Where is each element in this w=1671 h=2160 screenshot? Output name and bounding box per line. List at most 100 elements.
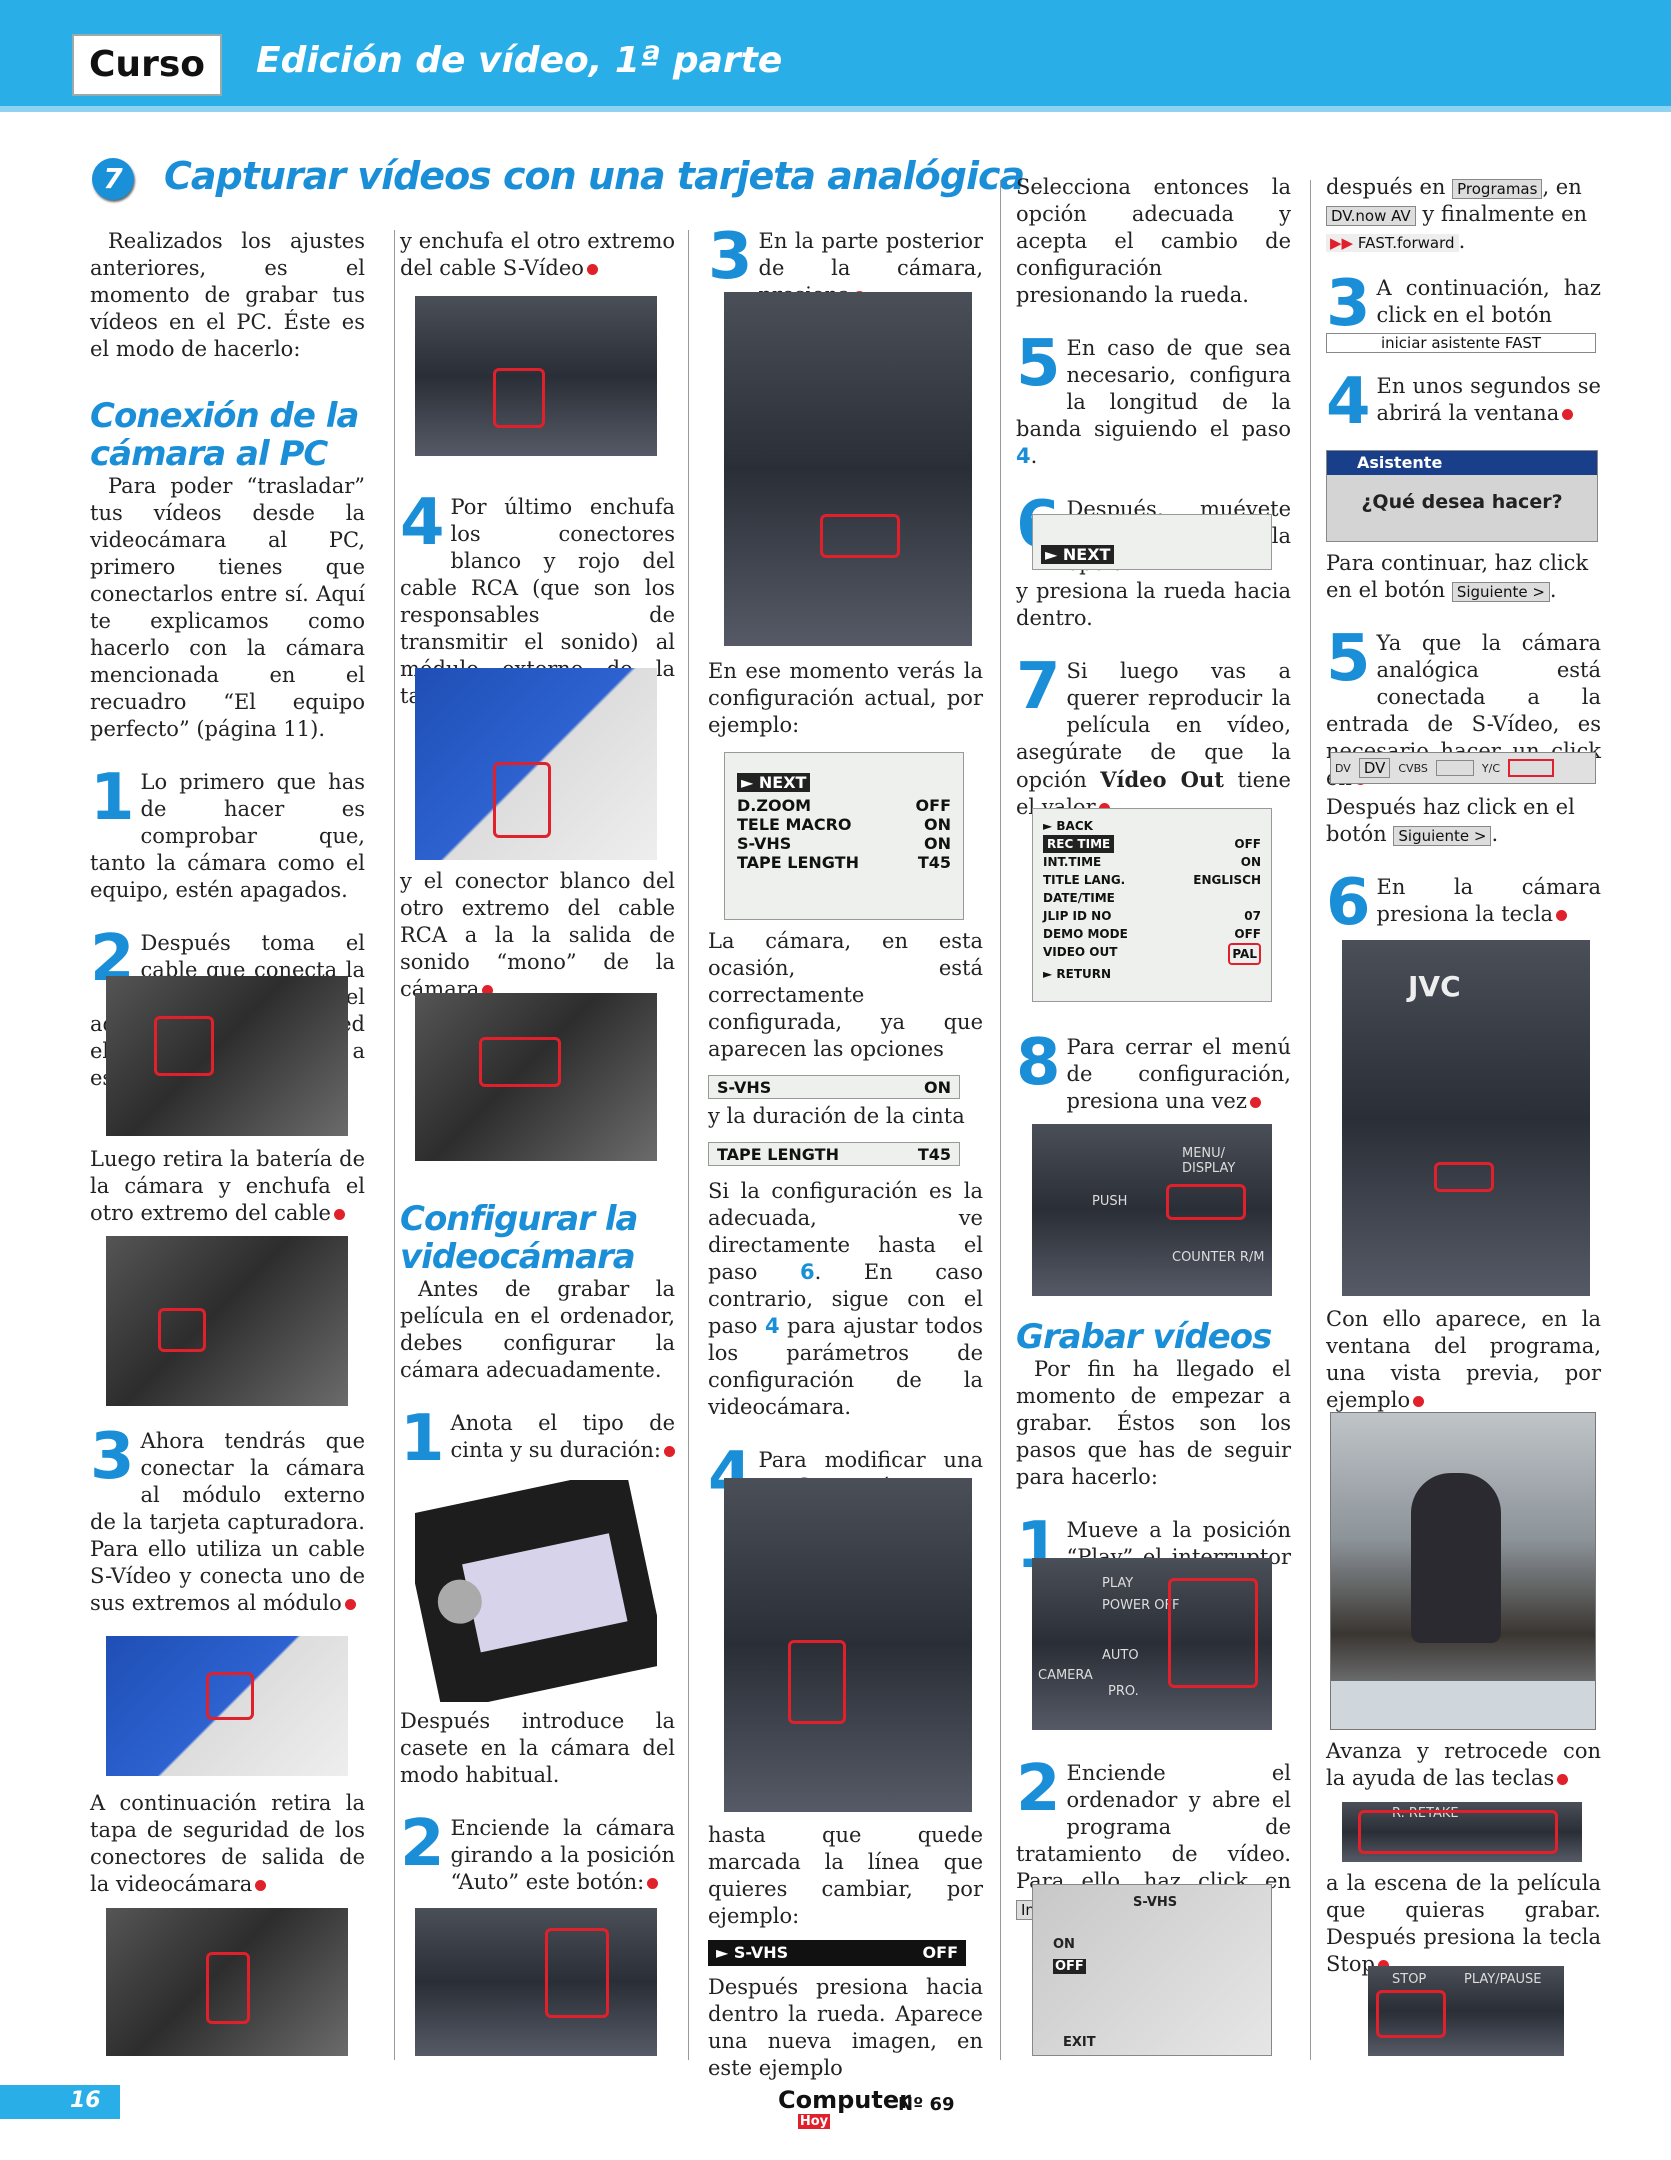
column-4c: 8 Para cerrar el menú de configuración, …: [1016, 1026, 1291, 1115]
paragraph: Antes de grabar la película en el ordena…: [400, 1277, 675, 1382]
siguiente-button-2[interactable]: Siguiente >: [1393, 825, 1492, 846]
column-3d: hasta que quede marcada la línea que qui…: [708, 1822, 983, 2082]
step-number: 8: [1016, 1026, 1061, 1100]
cassette-photo: [415, 1480, 657, 1702]
paragraph: Después haz click en el botón Siguiente …: [1326, 795, 1575, 846]
asistente-window: Asistente ¿Qué desea hacer?: [1326, 450, 1598, 542]
svideo-module-photo: [106, 1636, 348, 1776]
column-1d: A continuación retira la tapa de segurid…: [90, 1790, 365, 1898]
menu-next: ► NEXT: [737, 773, 811, 792]
footer-bar: [0, 2085, 120, 2119]
column-3c: La cámara, en esta ocasión, está correct…: [708, 928, 983, 1528]
step-text: En unos segundos se abrirá la ventana: [1376, 374, 1601, 425]
paragraph: y enchufa el otro extremo del cable S-Ví…: [400, 229, 675, 280]
iniciar-asistente-button[interactable]: iniciar asistente FAST: [1326, 333, 1596, 353]
programas-button[interactable]: Programas: [1452, 178, 1543, 199]
step-text: Para cerrar el menú de configuración, pr…: [1066, 1035, 1291, 1113]
paragraph: y el conector blanco del otro extremo de…: [400, 869, 675, 1001]
step-number: 6: [1326, 866, 1371, 940]
retake-keys-photo: R. RETAKE: [1342, 1802, 1582, 1862]
column-divider: [1000, 180, 1001, 2060]
camera-back-photo: [724, 292, 972, 646]
highlight-box: [1166, 1184, 1246, 1220]
step-text: Enciende la cámara girando a la posición…: [450, 1816, 675, 1894]
highlight-box: [1376, 1990, 1446, 2038]
column-5b: Para continuar, haz click en el botón Si…: [1326, 550, 1601, 792]
fast-forward-item[interactable]: ▶▶ FAST.forward: [1326, 233, 1459, 252]
column-2: y enchufa el otro extremo del cable S-Ví…: [400, 228, 675, 282]
step-number: 1: [90, 761, 135, 835]
paragraph: y presiona la rueda hacia dentro.: [1016, 579, 1291, 630]
column-4e: 2 Enciende el ordenador y abre el progra…: [1016, 1757, 1291, 1922]
highlight-box: [158, 1308, 206, 1352]
header-underline: [0, 106, 1671, 112]
play-switch-photo: PLAY POWER OFF CAMERA AUTO PRO.: [1032, 1558, 1272, 1730]
column-5e: Avanza y retrocede con la ayuda de las t…: [1326, 1738, 1601, 1792]
step-number: 3: [90, 1420, 135, 1494]
video-preview: [1330, 1412, 1596, 1730]
column-4b: y presiona la rueda hacia dentro. 7 Si l…: [1016, 578, 1291, 821]
column-divider: [1310, 180, 1311, 2060]
cassette-label: [462, 1533, 628, 1653]
camera-svideo-photo: [415, 296, 657, 456]
step-number: 3: [1326, 267, 1371, 341]
step-6-tecla: 6 En la cámara presiona la tecla: [1326, 866, 1601, 940]
column-1: Realizados los ajustes anteriores, es el…: [90, 228, 365, 1092]
column-divider: [688, 230, 689, 2060]
paragraph: a la escena de la película que quieras g…: [1326, 1871, 1601, 1976]
step-number: 4: [1326, 365, 1371, 439]
column-3b: En ese momento verás la configuración ac…: [708, 658, 983, 739]
step-text: Ahora tendrás que conectar la cámara al …: [90, 1429, 365, 1615]
column-5c: Después haz click en el botón Siguiente …: [1326, 794, 1601, 940]
highlight-box: [545, 1928, 609, 2018]
step-7-video-out: 7 Si luego vas a querer reproducir la pe…: [1016, 650, 1291, 819]
header-bar: [0, 0, 1671, 106]
paragraph: Con ello aparece, en la ventana del prog…: [1326, 1307, 1601, 1412]
adapter-photo: [106, 976, 348, 1136]
siguiente-button[interactable]: Siguiente >: [1451, 581, 1550, 602]
highlight-box: [820, 514, 900, 558]
auto-switch-photo: [415, 1908, 657, 2056]
paragraph: La cámara, en esta ocasión, está correct…: [708, 929, 983, 1061]
person-silhouette: [1411, 1473, 1501, 1643]
column-2e: Después introduce la casete en la cámara…: [400, 1708, 675, 1896]
column-4d: Grabar vídeos Por fin ha llegado el mome…: [1016, 1318, 1291, 1598]
dvnow-button[interactable]: DV.now AV: [1326, 205, 1416, 226]
highlight-box: [493, 762, 551, 838]
highlight-box: [1168, 1578, 1258, 1688]
cvbs-button[interactable]: [1435, 760, 1474, 776]
paragraph: Después introduce la casete en la cámara…: [400, 1709, 675, 1787]
step-number: 3: [708, 220, 753, 294]
battery-slot-photo: [106, 1236, 348, 1406]
paragraph: y la duración de la cinta: [708, 1104, 965, 1128]
paragraph: Avanza y retrocede con la ayuda de las t…: [1326, 1739, 1601, 1790]
paragraph: Si la configuración es la adecuada, ve d…: [708, 1179, 983, 1419]
step-number: 2: [400, 1807, 445, 1881]
section-number: 7: [92, 158, 134, 200]
step-number: 1: [400, 1402, 445, 1476]
subhead-grabar: Grabar vídeos: [1016, 1317, 1272, 1357]
step-number: 5: [1326, 622, 1371, 696]
highlight-box: [206, 1952, 250, 2024]
highlight-box: [479, 1037, 561, 1087]
stop-key-photo: STOP PLAY/PAUSE: [1368, 1966, 1564, 2056]
paragraph: Para continuar, haz click en el botón Si…: [1326, 551, 1589, 602]
highlight-box: [206, 1672, 254, 1720]
config-step-2: 2 Enciende la cámara girando a la posici…: [400, 1807, 675, 1896]
step-text: Ya que la cámara analógica está conectad…: [1326, 631, 1601, 790]
menu-button-photo: MENU/ DISPLAY COUNTER R/M PUSH: [1032, 1124, 1272, 1296]
svhs-screen-example: S-VHS ON OFF EXIT: [1032, 1884, 1272, 2056]
step-3-asistente: 3 A continuación, haz click en el botón: [1326, 267, 1601, 341]
step-1: 1 Lo primero que has de hacer es comprob…: [90, 761, 365, 904]
step-text: Anota el tipo de cinta y su duración:: [450, 1411, 675, 1462]
yc-button[interactable]: [1508, 759, 1555, 777]
dv-button[interactable]: DV: [1358, 758, 1391, 778]
step-number: 5: [1016, 327, 1061, 401]
camera-play-photo: JVC: [1342, 940, 1590, 1296]
camera-connector-photo: [106, 1908, 348, 2056]
